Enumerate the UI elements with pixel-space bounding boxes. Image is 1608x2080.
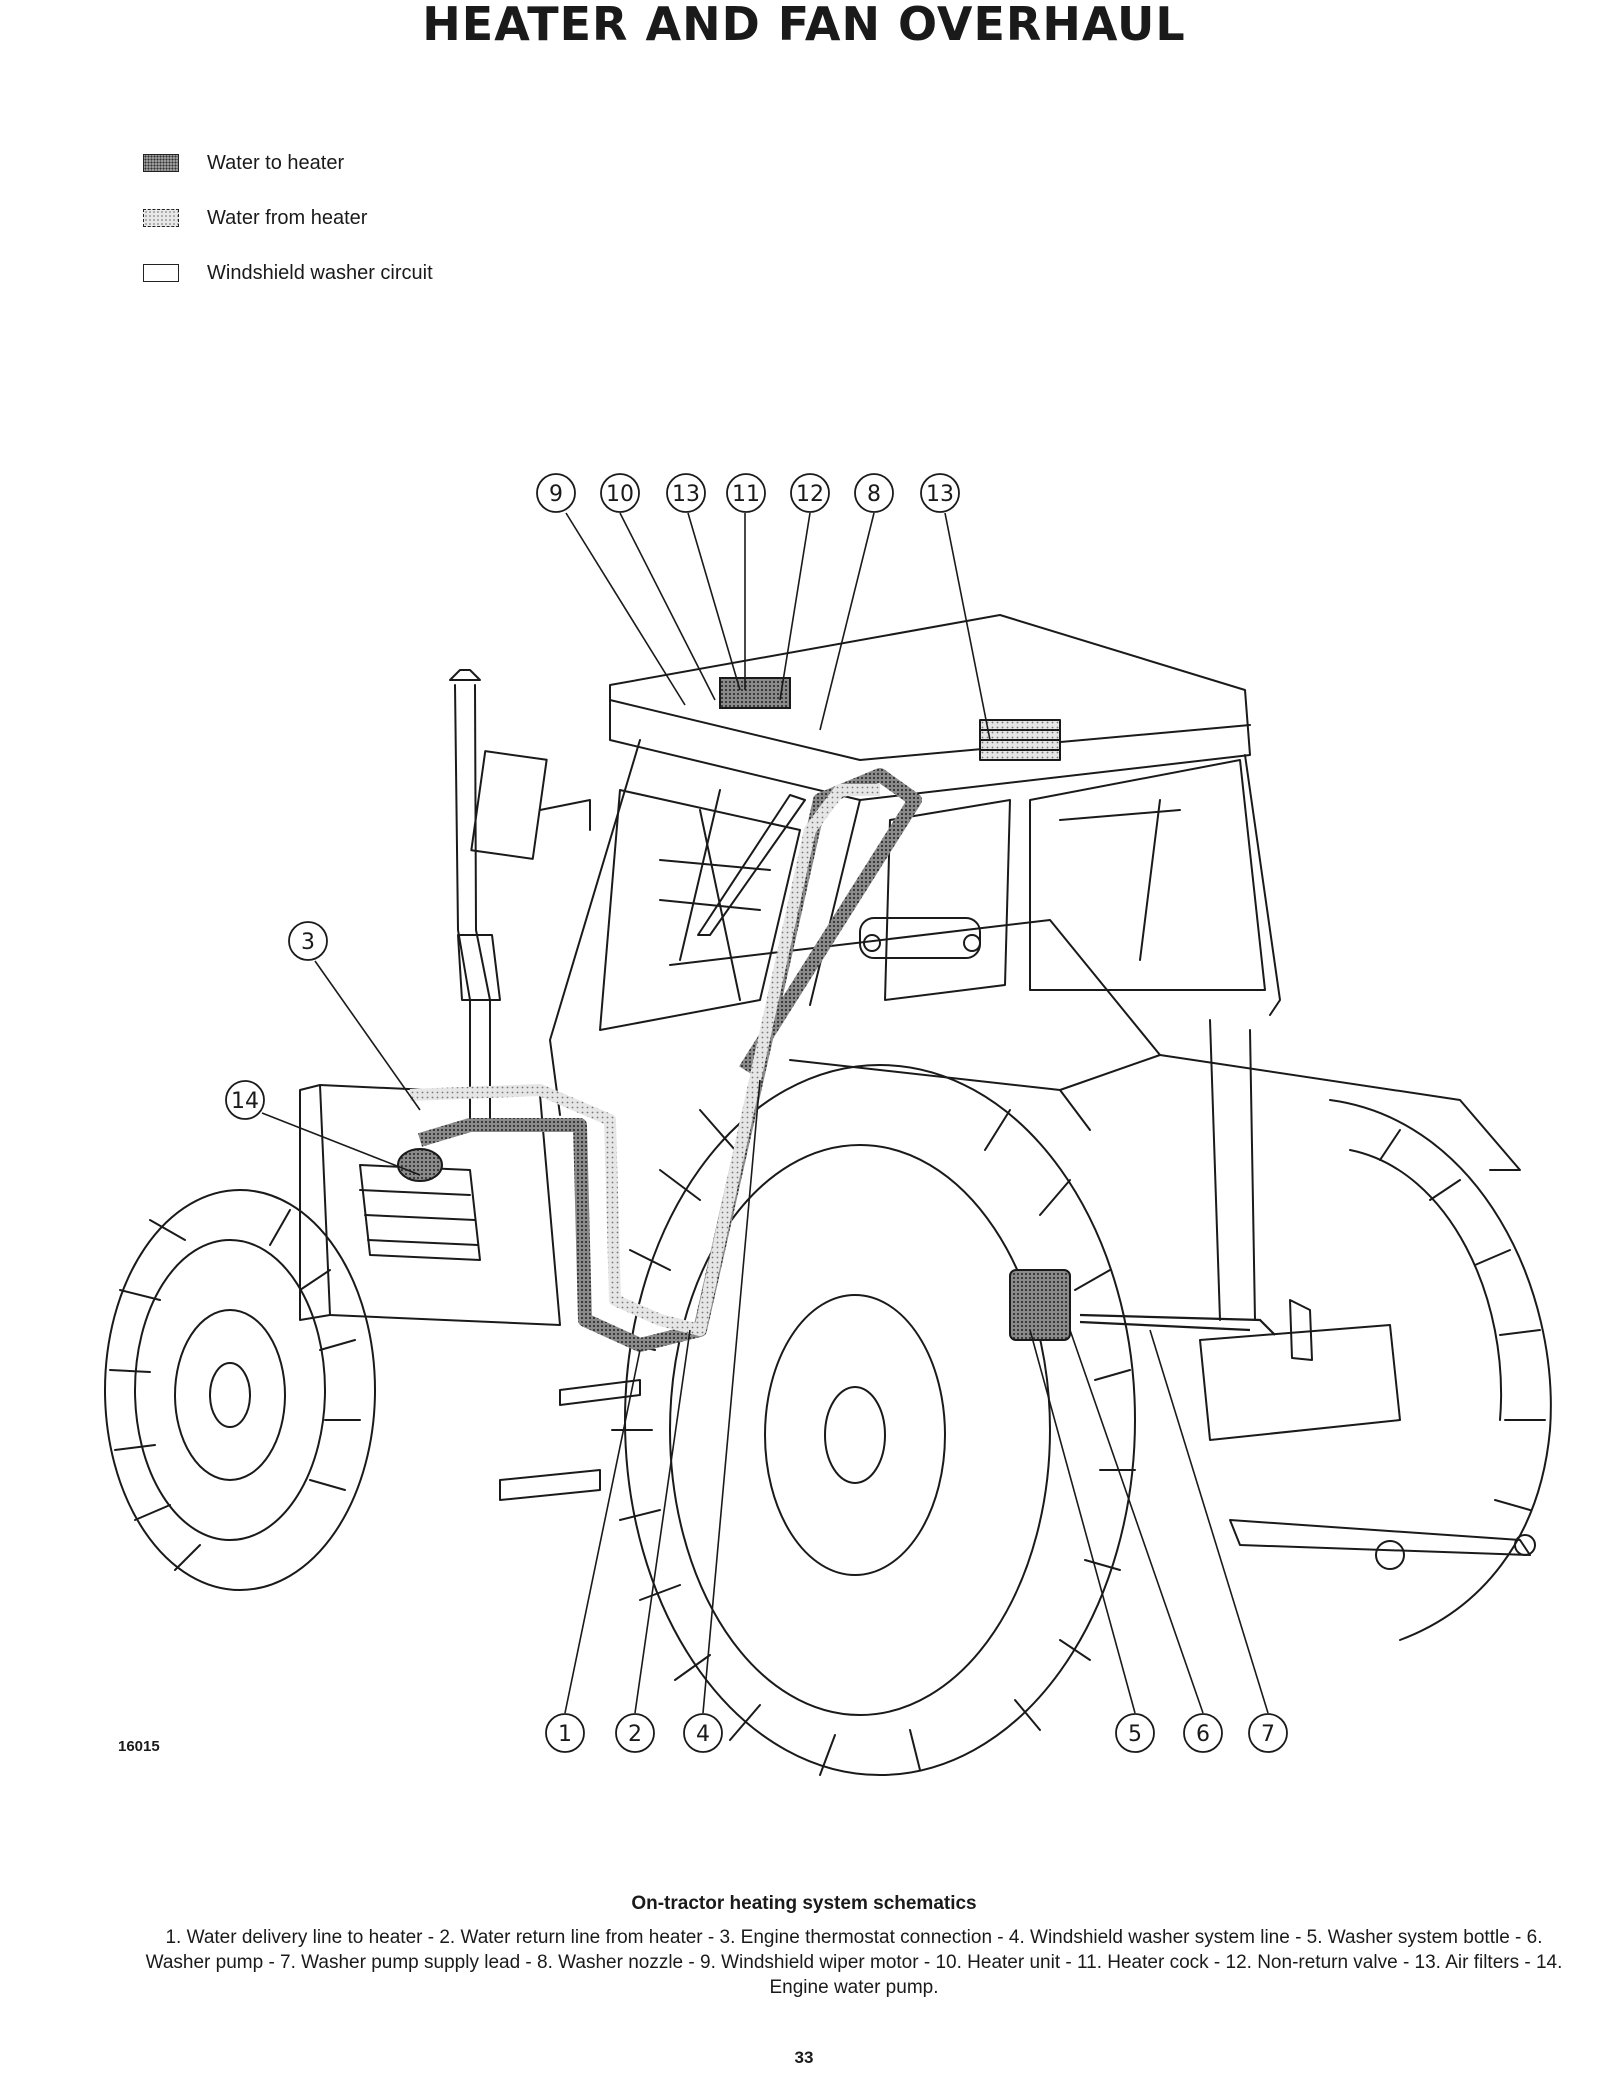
callout-11: 11: [726, 473, 766, 513]
page-number: 33: [794, 2048, 814, 2067]
front-wheel: [104, 1189, 376, 1591]
leader-lines: [261, 512, 1269, 1714]
callout-label: 1: [558, 1722, 572, 1747]
callout-label: 7: [1261, 1722, 1275, 1747]
empty-swatch-icon: [143, 264, 179, 282]
callout-label: 4: [696, 1722, 710, 1747]
exhaust-pipe: [449, 669, 501, 1121]
rear-linkage: [1199, 1019, 1536, 1570]
washer-bottle: [1009, 1269, 1071, 1341]
wiper-arm: [679, 789, 806, 961]
callout-label: 8: [867, 482, 881, 507]
dense-dot-swatch-icon: [143, 154, 179, 172]
callout-10: 10: [600, 473, 640, 513]
callout-12: 12: [790, 473, 830, 513]
callout-label: 10: [606, 482, 634, 507]
callout-13a: 13: [666, 473, 706, 513]
callout-14: 14: [225, 1080, 265, 1120]
caption-title: On-tractor heating system schematics: [631, 1893, 977, 1914]
washer-circuit-line: [1079, 1313, 1276, 1336]
side-mirror: [470, 750, 591, 860]
cab-steps: [499, 1379, 641, 1501]
callout-markers: 9 10 13 11 12 8 13 3 14 1 2 4 5 6 7: [225, 473, 1288, 1753]
callout-13b: 13: [920, 473, 960, 513]
water-from-heater-line: [409, 784, 880, 1336]
callout-label: 12: [796, 482, 824, 507]
callout-3: 3: [288, 921, 328, 961]
callout-1: 1: [545, 1713, 585, 1753]
callout-label: 13: [672, 482, 700, 507]
figure-id: 16015: [118, 1738, 160, 1755]
far-rear-wheel: [1329, 1099, 1552, 1641]
callout-label: 14: [231, 1089, 259, 1114]
callout-label: 3: [301, 930, 315, 955]
callout-label: 13: [926, 482, 954, 507]
callout-label: 6: [1196, 1722, 1210, 1747]
callout-7: 7: [1248, 1713, 1288, 1753]
callout-2: 2: [615, 1713, 655, 1753]
rear-wheel: [611, 1064, 1136, 1776]
water-to-heater-line: [417, 768, 922, 1352]
rear-fender: [669, 919, 1521, 1171]
legend-label: Water to heater: [207, 152, 345, 174]
callout-6: 6: [1183, 1713, 1223, 1753]
callout-label: 5: [1128, 1722, 1142, 1747]
callout-label: 2: [628, 1722, 642, 1747]
heater-unit: [719, 677, 791, 709]
callout-label: 11: [732, 482, 760, 507]
tractor-illustration: [104, 614, 1552, 1776]
callout-9: 9: [536, 473, 576, 513]
cab-roof: [609, 614, 1251, 801]
callout-4: 4: [683, 1713, 723, 1753]
legend-label: Water from heater: [207, 207, 368, 229]
callout-5: 5: [1115, 1713, 1155, 1753]
light-dot-swatch-icon: [143, 209, 179, 227]
callout-label: 9: [549, 482, 563, 507]
legend-label: Windshield washer circuit: [207, 262, 433, 284]
engine-water-pump: [397, 1148, 443, 1182]
callout-8: 8: [854, 473, 894, 513]
page-title: HEATER AND FAN OVERHAUL: [422, 0, 1186, 51]
caption-body: 1. Water delivery line to heater - 2. Wa…: [145, 1927, 1563, 1998]
